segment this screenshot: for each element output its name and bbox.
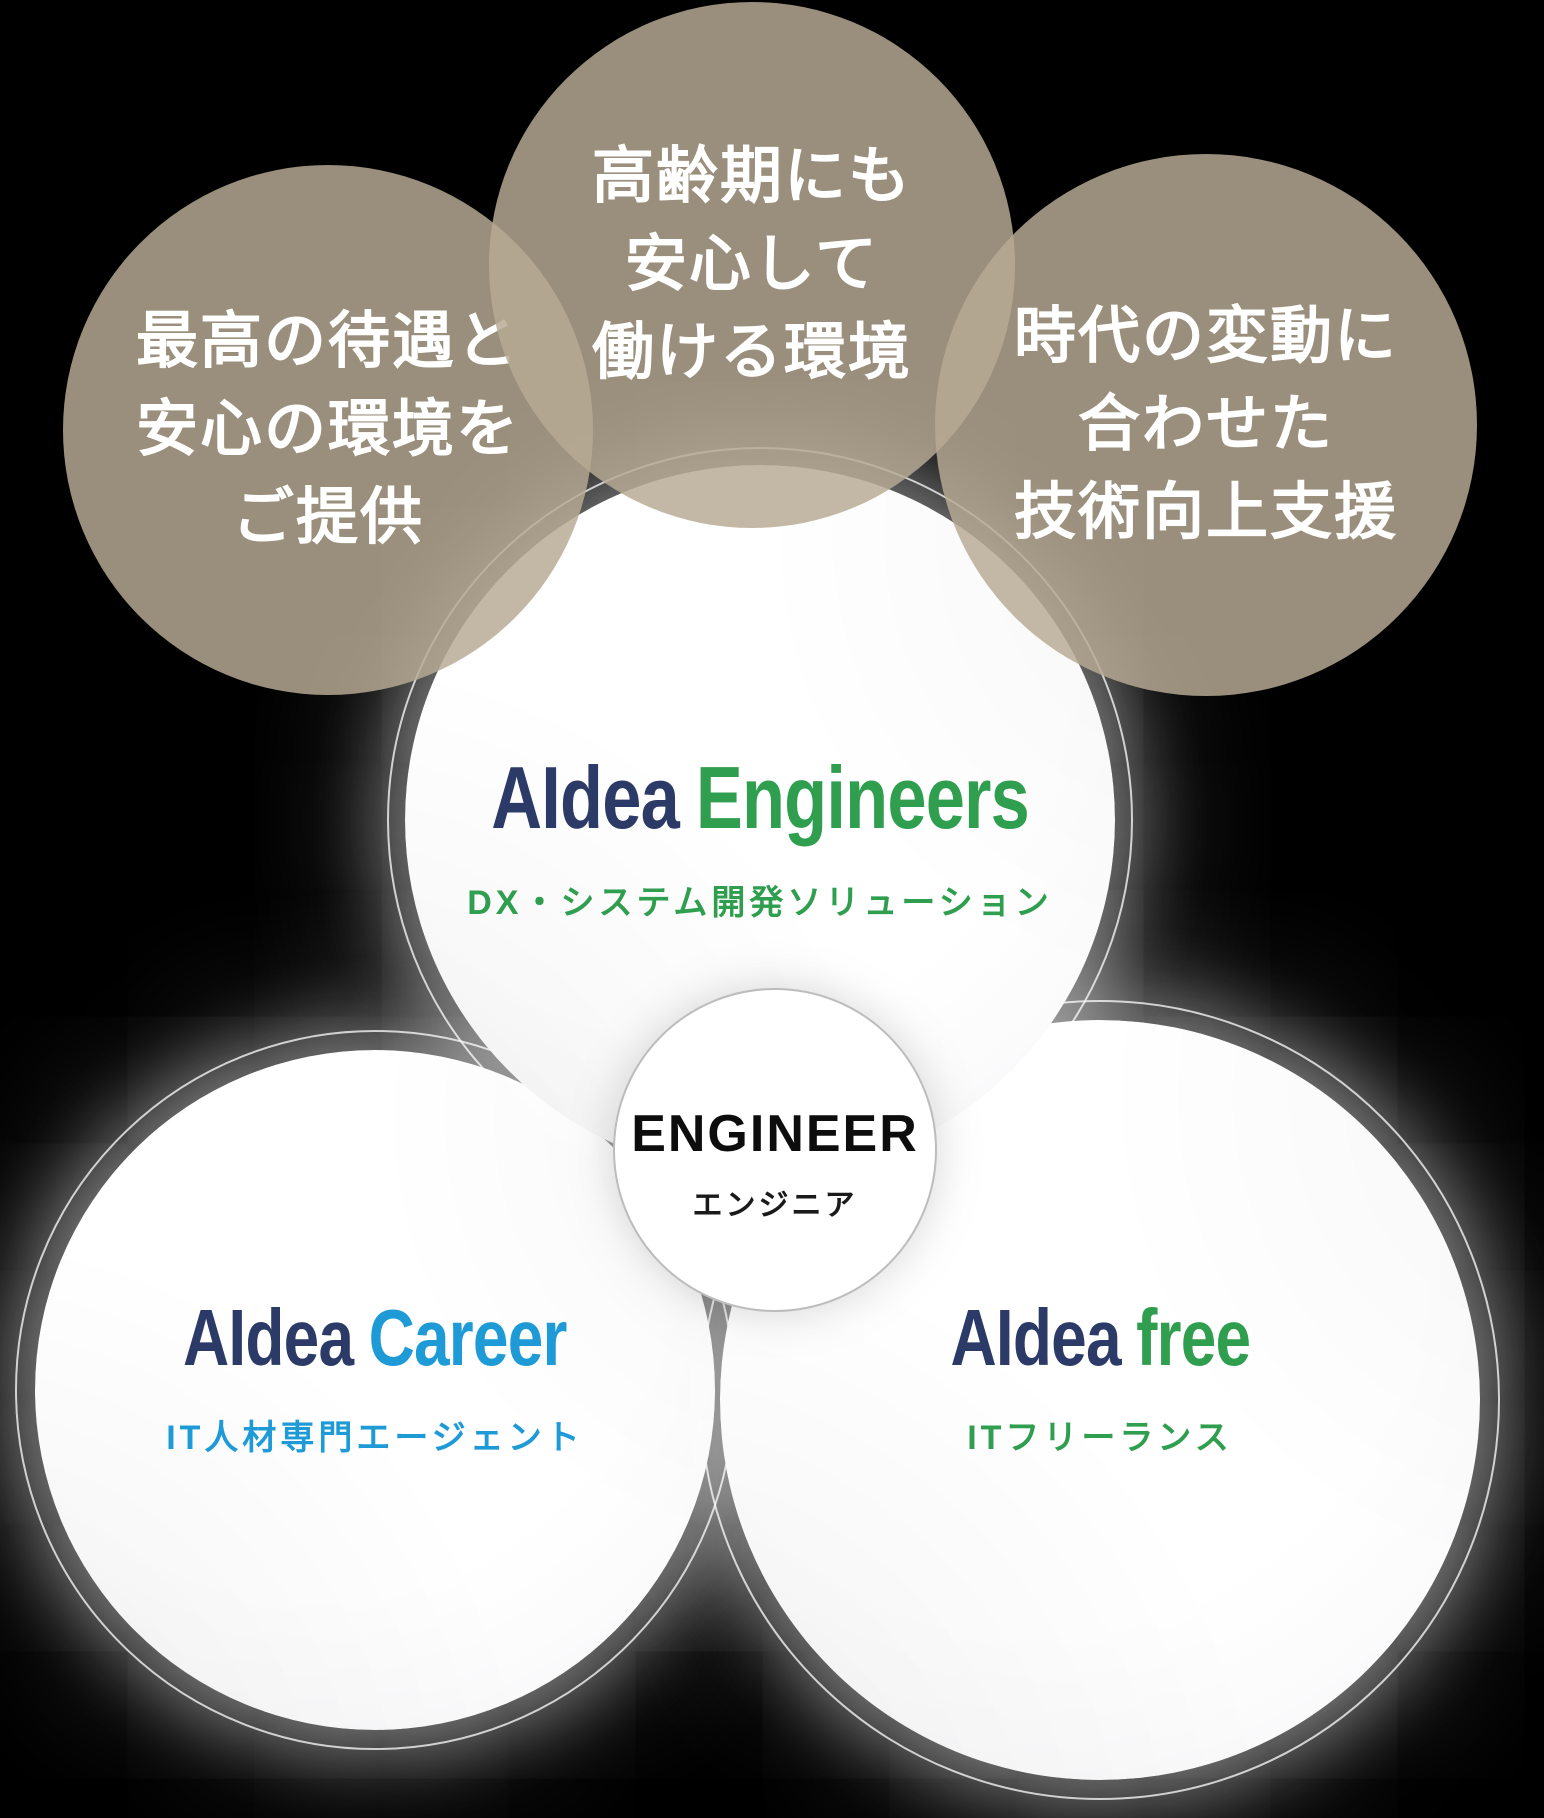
engineers-brand-text: AIdea [491, 747, 680, 847]
free-subtitle: ITフリーランス [967, 1418, 1233, 1457]
benefit-circle-senior: 高齢期にも 安心して 働ける環境 [489, 2, 1015, 528]
benefit-text-treatment: 最高の待遇と 安心の環境を ご提供 [136, 298, 520, 562]
free-brand-text: AIdea [950, 1292, 1121, 1382]
engineer-title: ENGINEER [631, 1105, 919, 1163]
benefit-line: 働ける環境 [591, 318, 912, 388]
benefit-line: ご提供 [231, 483, 424, 553]
benefit-line: 技術向上支援 [1013, 478, 1398, 548]
free-product-text: free [1135, 1292, 1251, 1382]
benefit-line: 高齢期にも [591, 141, 912, 211]
engineers-subtitle: DX・システム開発ソリューション [467, 883, 1053, 922]
benefit-line: 安心して [624, 229, 880, 299]
benefit-circle-skills: 時代の変動に 合わせた 技術向上支援 [935, 154, 1477, 696]
benefit-text-skills: 時代の変動に 合わせた 技術向上支援 [1014, 293, 1398, 557]
career-product-text: Career [368, 1292, 568, 1382]
benefit-line: 最高の待遇と [135, 306, 520, 376]
benefit-line: 時代の変動に [1013, 301, 1398, 371]
benefit-line: 安心の環境を [135, 394, 520, 464]
career-subtitle: IT人材専門エージェント [166, 1418, 584, 1457]
benefit-line: 合わせた [1077, 389, 1334, 459]
engineer-center-circle: ENGINEER エンジニア [613, 988, 937, 1312]
career-brand-text: AIdea [183, 1292, 354, 1382]
engineers-product-text: Engineers [695, 747, 1030, 847]
engineer-center-content: ENGINEER エンジニア [631, 1104, 919, 1224]
benefit-text-senior: 高齢期にも 安心して 働ける環境 [592, 133, 912, 397]
engineer-subtitle: エンジニア [692, 1189, 858, 1222]
